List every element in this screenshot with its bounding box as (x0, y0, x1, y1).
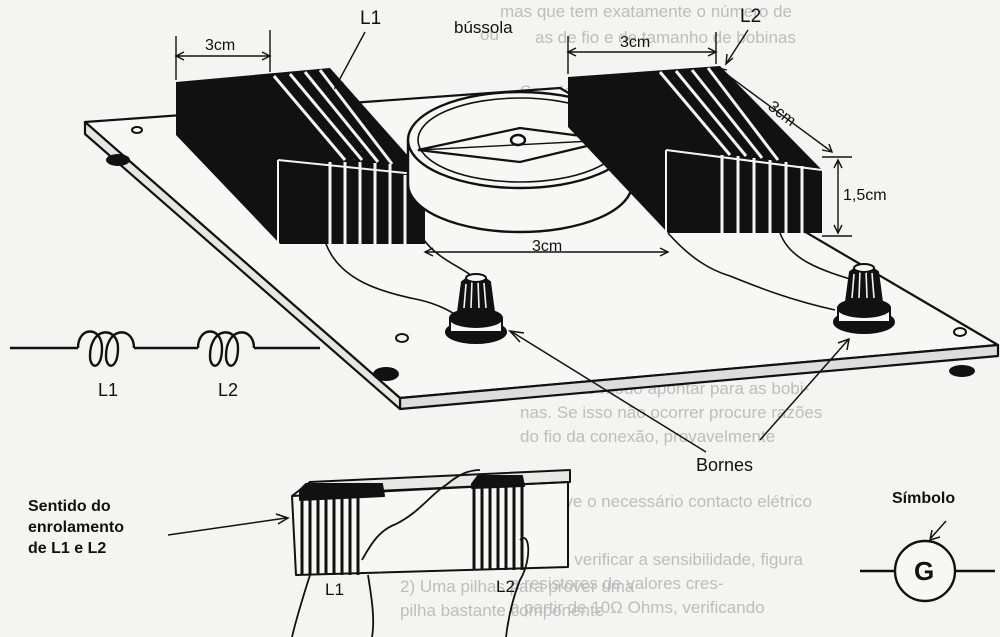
winding-caption-line-3: de L1 e L2 (28, 540, 107, 557)
compass-label: bússola (454, 18, 513, 37)
winding-l1-label: L1 (325, 580, 344, 599)
dimension-lines (174, 29, 852, 257)
board-feet (106, 154, 975, 381)
coil-l2 (568, 66, 823, 233)
terminal-right (833, 263, 895, 334)
winding-caption: Sentido do enrolamento de L1 e L2 (28, 496, 124, 559)
symbol-title: Símbolo (892, 490, 956, 507)
screw-holes (131, 126, 967, 343)
coil-l1-label: L1 (360, 8, 382, 29)
winding-wires (291, 469, 530, 637)
schematic-l2-label: L2 (218, 380, 239, 400)
galvanometer-symbol-icon (860, 520, 995, 603)
winding-l2-label: L2 (496, 577, 515, 596)
bornes-label: Bornes (696, 455, 754, 475)
inductor-schematic-icon (10, 330, 320, 367)
coil-l1 (176, 68, 426, 244)
dimension-3cm-right: 3cm (620, 34, 651, 51)
winding-caption-line-1: Sentido do (28, 498, 111, 515)
dimension-3cm-bottom: 3cm (532, 238, 563, 255)
dimension-3cm-left: 3cm (205, 37, 236, 54)
schematic-l1-label: L1 (98, 380, 119, 400)
galvanometer-letter: G (914, 556, 935, 586)
winding-core (291, 469, 571, 576)
terminal-left (445, 273, 507, 344)
winding-caption-line-2: enrolamento (28, 519, 125, 536)
winding-caption-arrow (167, 513, 290, 536)
dimension-15cm: 1,5cm (843, 187, 887, 204)
coil-l2-label: L2 (740, 6, 762, 27)
bornes-arrows (508, 329, 850, 453)
